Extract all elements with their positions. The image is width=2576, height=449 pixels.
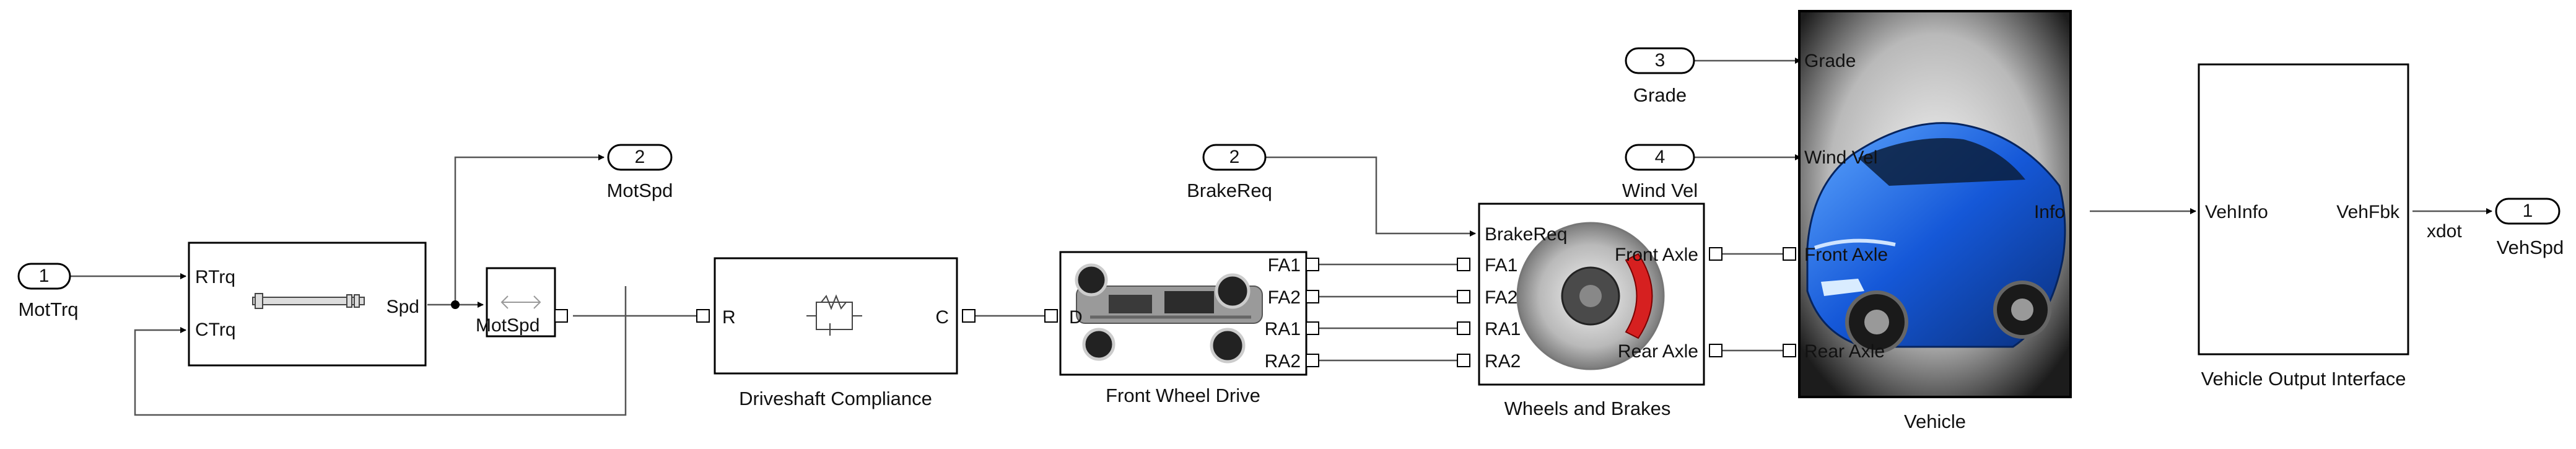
driveshaft-port-r: R bbox=[722, 307, 736, 328]
inport-windvel-number: 4 bbox=[1655, 147, 1666, 167]
double-arrow-icon bbox=[500, 295, 541, 309]
outport-vehspd-label: VehSpd bbox=[2497, 237, 2564, 258]
outport-motspd-label: MotSpd bbox=[607, 180, 673, 201]
vehicle-title: Vehicle bbox=[1904, 411, 1966, 432]
fwd-port-d: D bbox=[1069, 307, 1083, 328]
signal-lines bbox=[70, 58, 2492, 416]
inport-windvel-label: Wind Vel bbox=[1622, 180, 1698, 201]
vehicle-block[interactable]: Grade Wind Vel Front Axle Rear Axle Info… bbox=[1783, 10, 2072, 432]
outport-vehspd[interactable]: 1 VehSpd bbox=[2495, 198, 2564, 258]
vehicle-output-interface-block[interactable]: VehInfo VehFbk Vehicle Output Interface bbox=[2198, 63, 2409, 390]
inport-brakereq-number: 2 bbox=[1229, 147, 1240, 167]
outport-motspd-number: 2 bbox=[635, 147, 645, 167]
vehicle-port-rear-axle: Rear Axle bbox=[1804, 341, 1885, 362]
inport-mottrq[interactable]: 1 MotTrq bbox=[17, 263, 79, 320]
wheels-port-rear-axle: Rear Axle bbox=[1618, 341, 1698, 362]
wheels-port-front-axle: Front Axle bbox=[1615, 245, 1698, 265]
inport-brakereq[interactable]: 2 BrakeReq bbox=[1187, 144, 1272, 201]
wheels-port-fa1: FA1 bbox=[1485, 255, 1517, 276]
vehicle-port-wind-vel: Wind Vel bbox=[1804, 147, 1877, 168]
fwd-port-ra1: RA1 bbox=[1265, 319, 1301, 339]
speed-sensor-block[interactable]: MotSpd bbox=[476, 267, 568, 338]
inport-mottrq-label: MotTrq bbox=[18, 299, 78, 320]
voi-title: Vehicle Output Interface bbox=[2201, 368, 2406, 390]
vehicle-port-info: Info bbox=[2034, 202, 2065, 222]
inport-mottrq-number: 1 bbox=[39, 266, 50, 286]
driveshaft-title: Driveshaft Compliance bbox=[739, 388, 932, 409]
wheels-and-brakes-block[interactable]: BrakeReq FA1 FA2 RA1 RA2 Front Axle Rear… bbox=[1457, 203, 1722, 419]
wheels-port-fa2: FA2 bbox=[1485, 287, 1517, 308]
signal-label-motspd: MotSpd bbox=[476, 315, 539, 336]
motor-port-ctrq: CTrq bbox=[195, 320, 236, 340]
voi-port-vehinfo: VehInfo bbox=[2205, 202, 2268, 222]
line-motspd-out bbox=[454, 154, 605, 305]
inport-brakereq-label: BrakeReq bbox=[1187, 180, 1272, 201]
fwd-port-ra2: RA2 bbox=[1265, 351, 1301, 372]
voi-port-vehfbk: VehFbk bbox=[2336, 202, 2400, 222]
signal-label-xdot: xdot bbox=[2427, 221, 2462, 242]
driveshaft-port-c: C bbox=[935, 307, 949, 328]
wheels-port-brakereq: BrakeReq bbox=[1485, 224, 1567, 245]
fwd-title: Front Wheel Drive bbox=[1106, 385, 1260, 406]
motor-port-spd: Spd bbox=[386, 297, 419, 317]
vehicle-port-grade: Grade bbox=[1804, 51, 1856, 71]
shaft-icon bbox=[252, 293, 365, 309]
fwd-port-fa2: FA2 bbox=[1268, 287, 1301, 308]
wheels-title: Wheels and Brakes bbox=[1504, 398, 1671, 419]
car-image-icon bbox=[1806, 122, 2066, 354]
brake-disc-icon bbox=[1516, 222, 1665, 370]
inport-grade-label: Grade bbox=[1633, 84, 1687, 106]
front-wheel-drive-block[interactable]: D FA1 FA2 RA1 RA2 Front Wheel Drive bbox=[1044, 251, 1319, 406]
motor-block[interactable]: RTrq CTrq Spd bbox=[188, 242, 427, 367]
wheels-port-ra2: RA2 bbox=[1485, 351, 1521, 372]
fwd-port-fa1: FA1 bbox=[1268, 255, 1301, 276]
line-feedback-ctrq bbox=[134, 286, 627, 416]
motor-port-rtrq: RTrq bbox=[195, 267, 235, 287]
wheels-port-ra1: RA1 bbox=[1485, 319, 1521, 339]
inport-windvel[interactable]: 4 Wind Vel bbox=[1622, 144, 1698, 201]
vehicle-port-front-axle: Front Axle bbox=[1804, 245, 1888, 265]
driveshaft-compliance-block[interactable]: R C Driveshaft Compliance bbox=[696, 257, 976, 409]
branch-point bbox=[451, 300, 460, 309]
inport-grade-number: 3 bbox=[1655, 50, 1666, 71]
inport-grade[interactable]: 3 Grade bbox=[1625, 47, 1695, 106]
outport-motspd[interactable]: 2 MotSpd bbox=[607, 144, 673, 201]
line-brakereq bbox=[1265, 156, 1476, 237]
spring-damper-icon bbox=[806, 294, 862, 336]
drivetrain-chassis-icon bbox=[1075, 263, 1263, 364]
outport-vehspd-number: 1 bbox=[2523, 201, 2533, 221]
